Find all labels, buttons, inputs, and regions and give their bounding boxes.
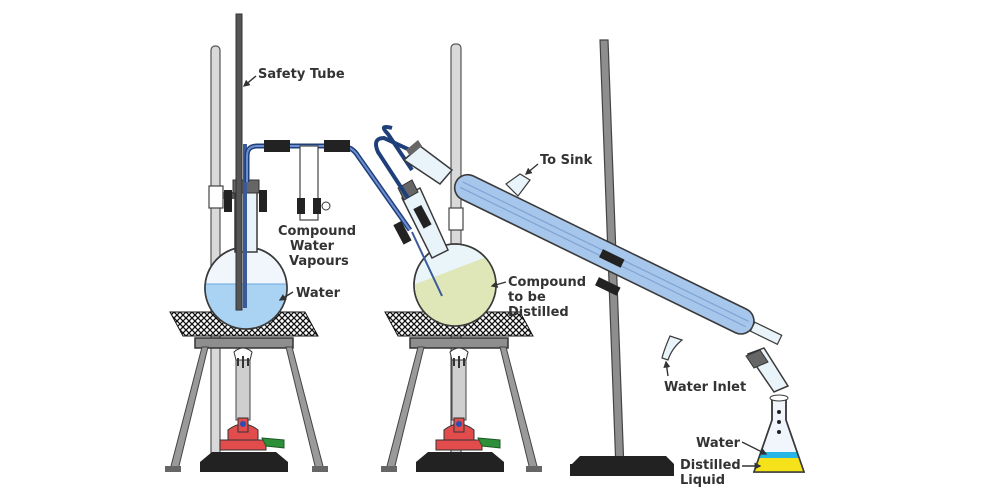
label-safety-tube: Safety Tube	[242, 67, 345, 87]
label-to-sink: To Sink	[524, 153, 593, 175]
distilled-line-3: Distilled	[508, 305, 569, 320]
vapour-tube-clamp	[297, 145, 331, 221]
middle-tripod-stand	[381, 337, 542, 472]
vapours-line-2: Water	[290, 239, 335, 254]
water-left-text: Water	[296, 286, 341, 301]
inlet-tube-to-flask	[374, 124, 422, 200]
vapours-line-3: Vapours	[289, 254, 349, 269]
vapours-line-1: Compound	[278, 224, 356, 239]
label-water-left: Water	[278, 286, 341, 301]
delivery-tubing	[244, 140, 413, 232]
distilled-line-1: Compound	[508, 275, 586, 290]
distilled-liquid-line-2: Liquid	[680, 473, 725, 488]
label-water-inlet: Water Inlet	[663, 360, 746, 395]
middle-bunsen-burner	[416, 347, 504, 472]
water-inlet-text: Water Inlet	[664, 380, 746, 395]
water-receiver-text: Water	[696, 436, 741, 451]
to-sink-text: To Sink	[540, 153, 593, 168]
label-compound-to-be-distilled: Compound to be Distilled	[490, 275, 586, 320]
label-water-receiver: Water	[696, 436, 768, 455]
left-bunsen-burner	[200, 347, 288, 472]
distilled-liquid-line-1: Distilled	[680, 458, 741, 473]
receiver-adapter	[745, 347, 790, 393]
distilled-line-2: to be	[508, 290, 546, 305]
safety-tube	[235, 13, 247, 311]
still-head-adapter	[402, 140, 454, 185]
left-tripod-stand	[165, 337, 328, 472]
safety-tube-text: Safety Tube	[258, 67, 345, 82]
label-compound-water-vapours: Compound Water Vapours	[278, 224, 356, 269]
label-distilled-liquid: Distilled Liquid	[680, 458, 762, 488]
liebig-condenser	[453, 173, 783, 361]
receiving-conical-flask	[752, 394, 806, 473]
